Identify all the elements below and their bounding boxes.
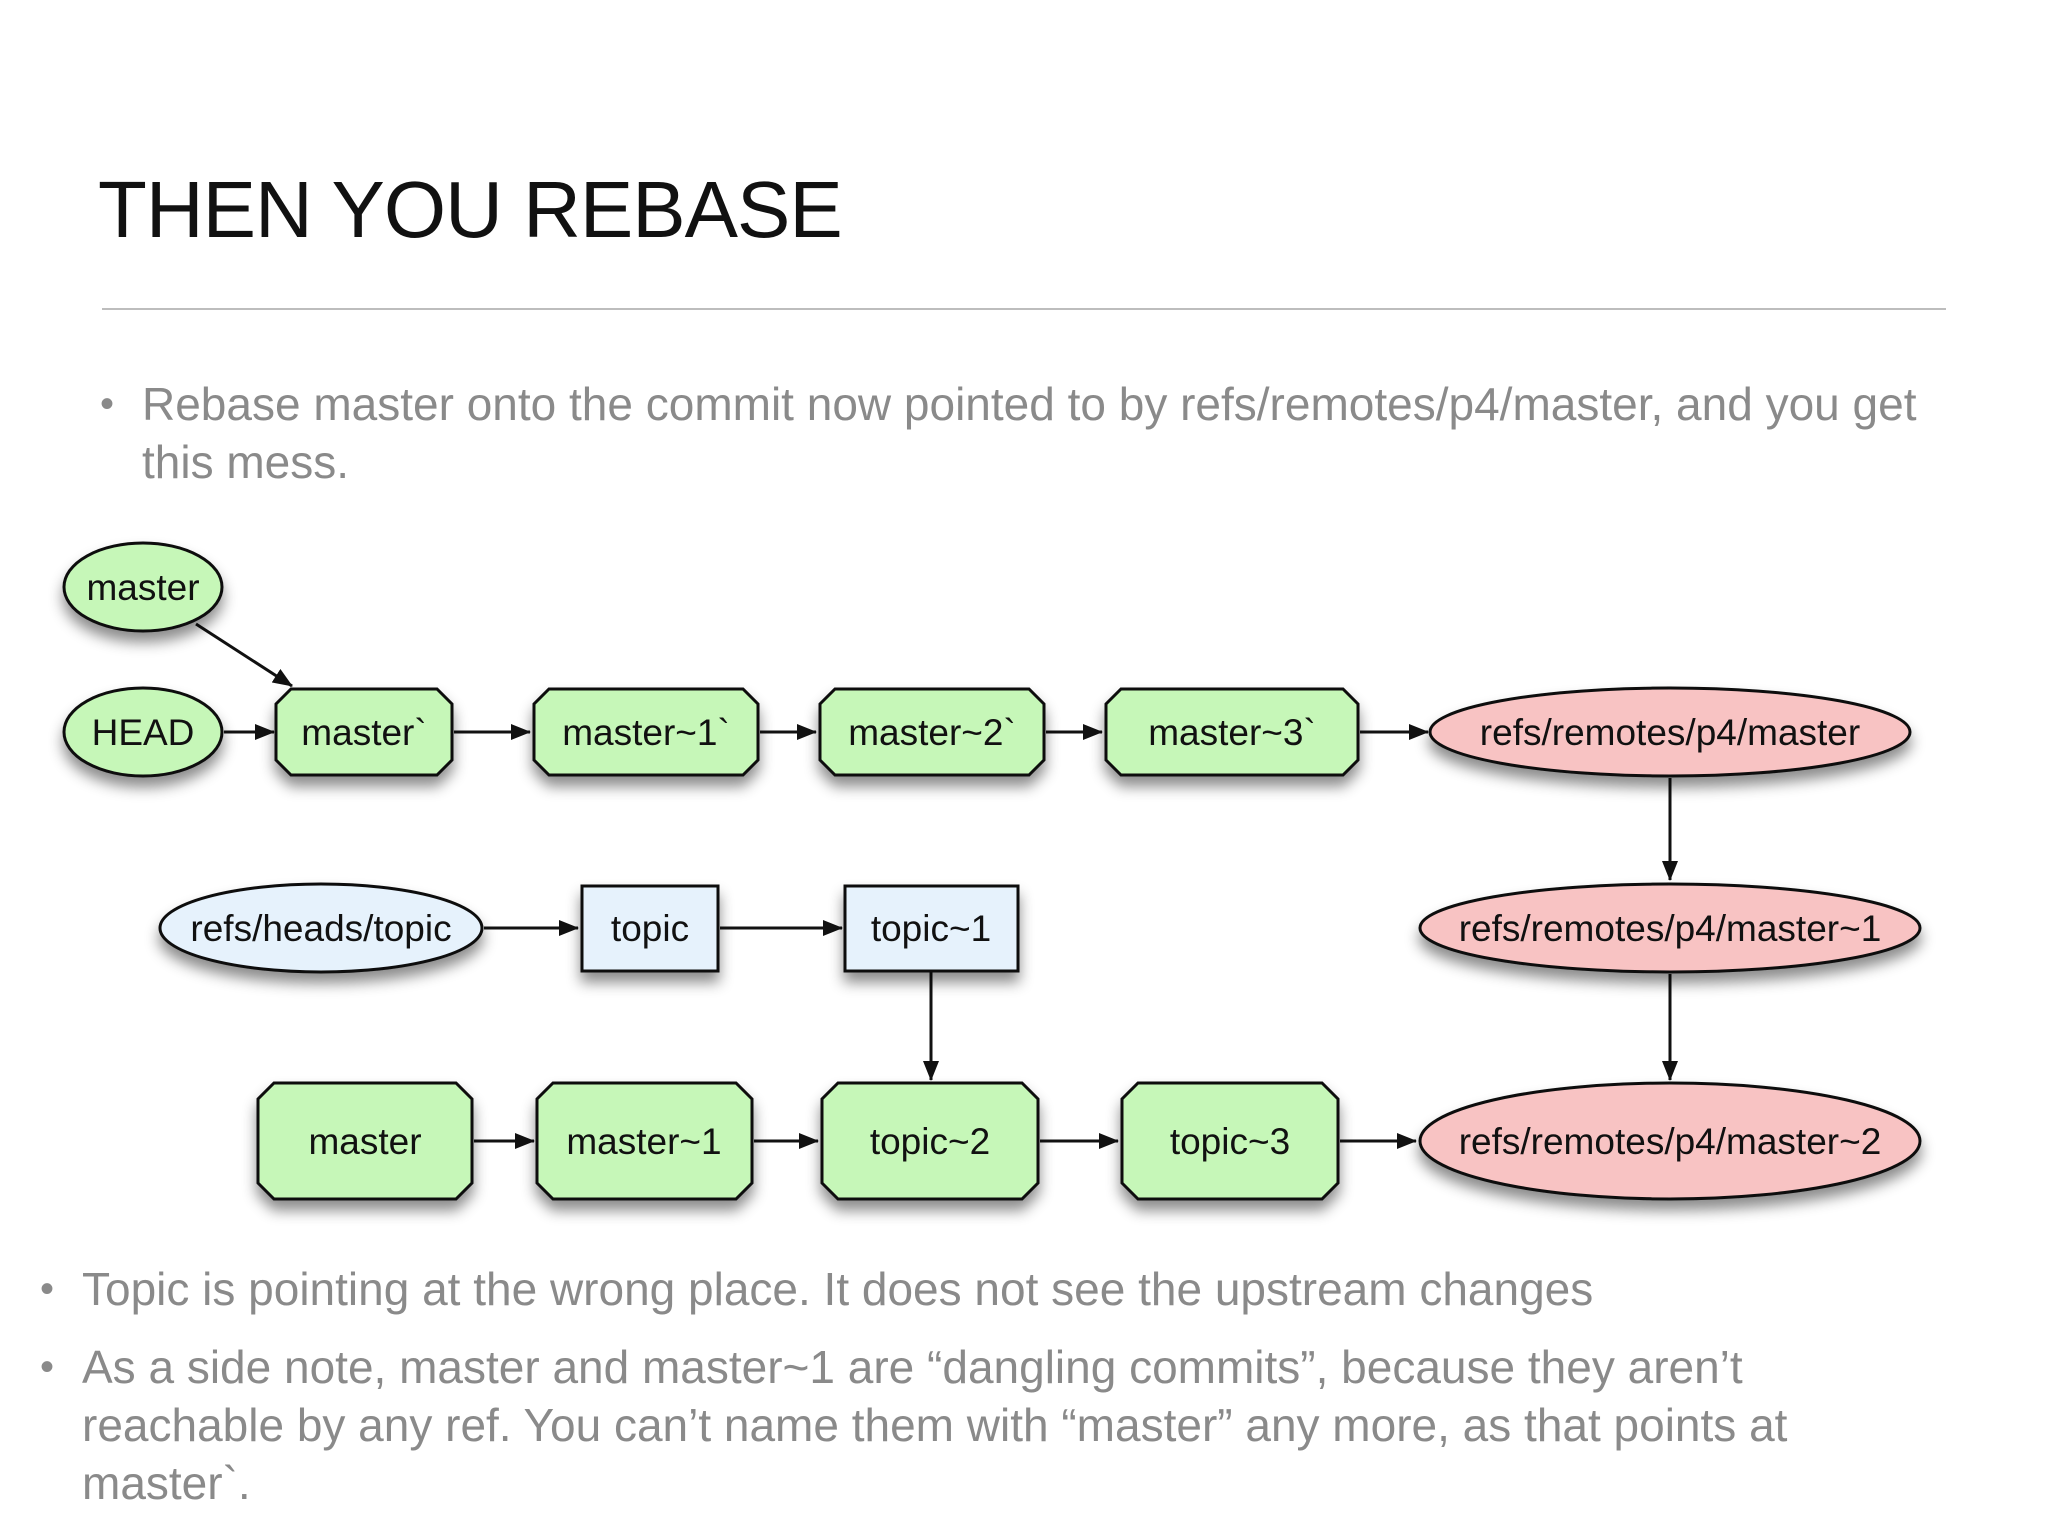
node-topic3: topic~3: [1120, 1081, 1340, 1201]
node-master-backtick: master`: [274, 687, 454, 777]
node-topic: topic: [580, 884, 720, 973]
bullet-dot: •: [40, 1345, 55, 1389]
node-label: master~1`: [562, 712, 730, 753]
node-label: refs/heads/topic: [190, 908, 451, 949]
bullet-text: As a side note, master and master~1 are …: [82, 1341, 1788, 1509]
node-p4-master: refs/remotes/p4/master: [1428, 686, 1912, 778]
node-master-ref: master: [62, 541, 224, 633]
node-label: refs/remotes/p4/master~2: [1459, 1121, 1882, 1162]
node-label: HEAD: [92, 712, 195, 753]
node-label: topic: [611, 908, 689, 949]
bullet-dot: •: [100, 382, 115, 426]
bullet-item: • As a side note, master and master~1 ar…: [40, 1338, 1890, 1512]
node-label: topic~1: [871, 908, 991, 949]
node-master3-backtick: master~3`: [1104, 687, 1360, 777]
node-label: master~2`: [848, 712, 1016, 753]
bullet-item: • Topic is pointing at the wrong place. …: [40, 1260, 1890, 1318]
node-p4-master2: refs/remotes/p4/master~2: [1418, 1081, 1922, 1201]
node-label: master: [86, 567, 199, 608]
edge-master-to-master-backtick: [195, 622, 293, 688]
bullet-item: • Rebase master onto the commit now poin…: [100, 375, 1990, 491]
node-label: refs/remotes/p4/master: [1480, 712, 1860, 753]
node-label: topic~2: [870, 1121, 990, 1162]
node-label: master~1: [566, 1121, 721, 1162]
node-label: master`: [301, 712, 426, 753]
node-head: HEAD: [62, 686, 224, 778]
node-label: master: [308, 1121, 421, 1162]
node-label: master~3`: [1148, 712, 1316, 753]
node-master-old: master: [256, 1081, 474, 1201]
node-heads-topic: refs/heads/topic: [158, 882, 484, 974]
bullet-text: Topic is pointing at the wrong place. It…: [82, 1263, 1594, 1315]
node-master1-backtick: master~1`: [532, 687, 760, 777]
node-topic2: topic~2: [820, 1081, 1040, 1201]
node-topic1: topic~1: [843, 884, 1020, 973]
bullet-dot: •: [40, 1267, 55, 1311]
node-master2-backtick: master~2`: [818, 687, 1046, 777]
bullet-text: Rebase master onto the commit now pointe…: [142, 378, 1917, 488]
node-label: topic~3: [1170, 1121, 1290, 1162]
node-master1-old: master~1: [535, 1081, 754, 1201]
graph-edges: [195, 622, 1678, 1149]
graph-nodes: master HEAD master` master~1` master~2` …: [62, 541, 1922, 1201]
node-label: refs/remotes/p4/master~1: [1459, 908, 1882, 949]
slide-title: THEN YOU REBASE: [98, 165, 843, 254]
node-p4-master1: refs/remotes/p4/master~1: [1418, 882, 1922, 974]
title-divider: [102, 308, 1946, 310]
